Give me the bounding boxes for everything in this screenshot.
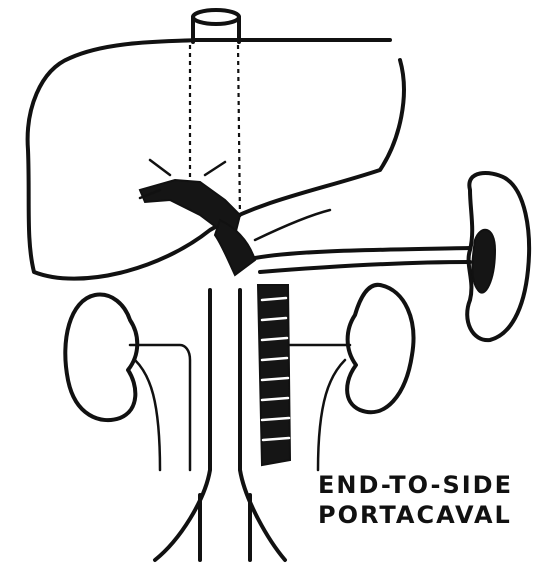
splenic-vein bbox=[255, 248, 470, 272]
ivc-top-opening bbox=[193, 10, 239, 24]
spleen-hilum bbox=[472, 230, 495, 293]
ureter-left bbox=[135, 360, 160, 470]
liver bbox=[28, 40, 404, 279]
caption-line-2: PORTACAVAL bbox=[318, 500, 528, 530]
splenic-vein-branch bbox=[255, 210, 330, 240]
diagram-caption: END-TO-SIDE PORTACAVAL bbox=[318, 470, 528, 530]
caption-line-1: END-TO-SIDE bbox=[318, 470, 528, 500]
ureter-right bbox=[318, 360, 345, 470]
kidney-right bbox=[347, 285, 413, 412]
kidney-left bbox=[65, 295, 137, 421]
